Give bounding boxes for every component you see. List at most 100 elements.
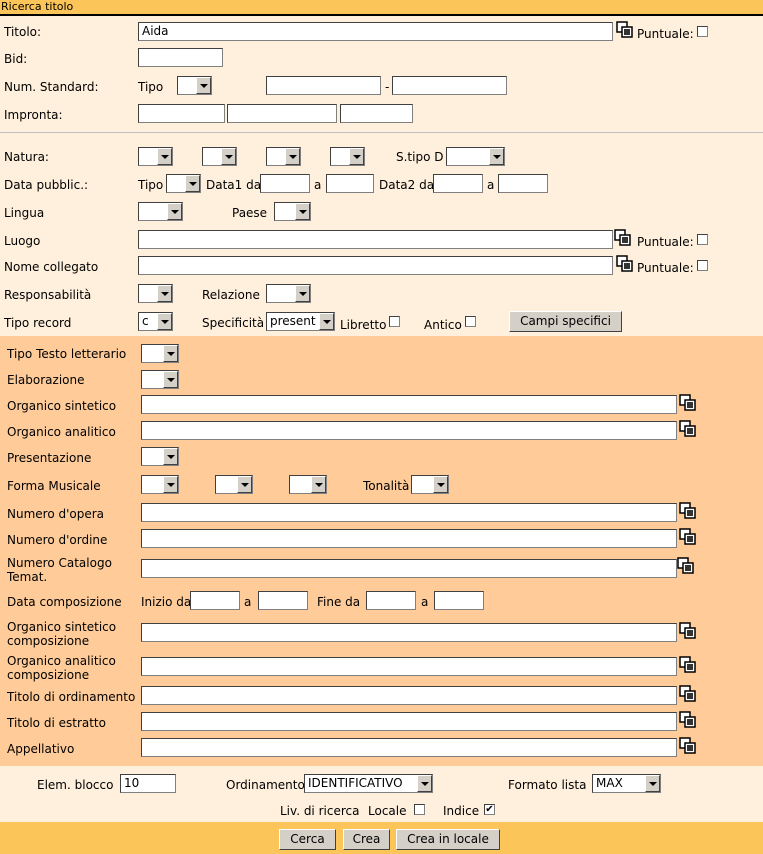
relazione-select[interactable]: [266, 284, 311, 303]
organico-analitico-input[interactable]: [141, 421, 677, 440]
indice-label: Indice: [443, 804, 480, 818]
dash-label: -: [385, 80, 390, 94]
natura-select-1[interactable]: [138, 147, 173, 166]
lookup-copy-icon[interactable]: [679, 737, 696, 754]
presentazione-select[interactable]: [141, 447, 179, 466]
lookup-copy-icon[interactable]: [679, 502, 696, 519]
fine-a-input[interactable]: [434, 591, 484, 610]
lookup-copy-icon[interactable]: [679, 622, 696, 639]
data-pubblic-tipo-select[interactable]: [166, 174, 201, 193]
data1-da-input[interactable]: [260, 174, 310, 193]
antico-checkbox[interactable]: [465, 316, 476, 327]
indice-checkbox[interactable]: ✔: [484, 804, 495, 815]
header-title: Ricerca titolo: [1, 0, 74, 13]
lookup-copy-icon[interactable]: [679, 656, 696, 673]
natura-select-3[interactable]: [266, 147, 301, 166]
data2-da-input[interactable]: [433, 174, 483, 193]
forma-musicale-select-3[interactable]: [289, 475, 327, 494]
ordinamento-select[interactable]: IDENTIFICATIVO: [304, 774, 433, 793]
locale-label: Locale: [368, 804, 407, 818]
forma-musicale-select-2[interactable]: [215, 475, 253, 494]
numero-opera-label: Numero d'opera: [7, 507, 105, 521]
specificita-label: Specificità: [202, 316, 265, 330]
lookup-copy-icon[interactable]: [679, 528, 696, 545]
forma-musicale-label: Forma Musicale: [7, 479, 101, 493]
titolo-ordinamento-label: Titolo di ordinamento: [7, 690, 136, 704]
lingua-label: Lingua: [4, 206, 45, 220]
num-standard-tipo-select[interactable]: [177, 76, 212, 95]
titolo-estratto-input[interactable]: [141, 712, 677, 731]
puntuale-checkbox[interactable]: [697, 26, 708, 37]
organico-sintetico-input[interactable]: [141, 395, 677, 414]
cerca-button[interactable]: Cerca: [279, 829, 336, 850]
data1-a-input[interactable]: [326, 174, 374, 193]
natura-select-4[interactable]: [330, 147, 365, 166]
appellativo-input[interactable]: [141, 738, 677, 757]
impronta-label: Impronta:: [4, 108, 63, 122]
stipo-label: S.tipo D: [396, 150, 444, 164]
titolo-ordinamento-input[interactable]: [141, 686, 677, 705]
num-standard-input-1[interactable]: [266, 76, 381, 95]
organico-sintetico-label: Organico sintetico: [7, 399, 117, 413]
titolo-input[interactable]: Aida: [138, 22, 613, 41]
lingua-select[interactable]: [138, 202, 183, 221]
lookup-copy-icon[interactable]: [679, 685, 696, 702]
org-anal-comp-input[interactable]: [141, 657, 677, 676]
data2-a-input[interactable]: [498, 174, 548, 193]
numero-catalogo-label-2: Temat.: [7, 570, 48, 584]
presentazione-label: Presentazione: [7, 451, 92, 465]
fine-da-input[interactable]: [366, 591, 416, 610]
tipo-testo-select[interactable]: [141, 344, 179, 363]
lookup-copy-icon[interactable]: [679, 394, 696, 411]
crea-in-locale-button[interactable]: Crea in locale: [396, 829, 500, 850]
bid-input[interactable]: [138, 48, 223, 67]
inizio-a-input[interactable]: [258, 591, 308, 610]
elem-blocco-input[interactable]: 10: [120, 774, 176, 793]
specificita-select[interactable]: present: [266, 312, 335, 331]
impronta-input-1[interactable]: [138, 104, 225, 123]
tipo-testo-label: Tipo Testo letterario: [7, 347, 127, 361]
lookup-copy-icon[interactable]: [679, 711, 696, 728]
org-sint-comp-input[interactable]: [141, 623, 677, 642]
numero-catalogo-input[interactable]: [141, 559, 677, 578]
tonalita-select[interactable]: [411, 475, 449, 494]
paese-select[interactable]: [274, 202, 311, 221]
formato-lista-select[interactable]: MAX: [592, 774, 661, 793]
campi-specifici-button[interactable]: Campi specifici: [509, 311, 622, 332]
tipo-record-select[interactable]: c: [138, 312, 173, 331]
inizio-da-label: Inizio da: [141, 595, 192, 609]
numero-ordine-input[interactable]: [141, 529, 677, 548]
nome-puntuale-checkbox[interactable]: [697, 260, 708, 271]
luogo-puntuale-checkbox[interactable]: [697, 234, 708, 245]
org-sint-comp-label-2: composizione: [7, 634, 90, 648]
natura-label: Natura:: [4, 150, 49, 164]
locale-checkbox[interactable]: [414, 804, 425, 815]
forma-musicale-select-1[interactable]: [141, 475, 179, 494]
puntuale-label: Puntuale:: [637, 27, 694, 41]
org-sint-comp-label-1: Organico sintetico: [7, 620, 117, 634]
natura-select-2[interactable]: [202, 147, 237, 166]
impronta-input-3[interactable]: [340, 104, 413, 123]
elaborazione-label: Elaborazione: [7, 373, 85, 387]
lookup-copy-icon[interactable]: [614, 229, 631, 246]
num-standard-label: Num. Standard:: [4, 80, 99, 94]
luogo-input[interactable]: [138, 230, 613, 249]
crea-button[interactable]: Crea: [343, 829, 390, 850]
lookup-copy-icon[interactable]: [679, 420, 696, 437]
numero-opera-input[interactable]: [141, 503, 677, 522]
lookup-copy-icon[interactable]: [616, 21, 633, 38]
organico-analitico-label: Organico analitico: [7, 425, 116, 439]
libretto-checkbox[interactable]: [389, 316, 400, 327]
formato-lista-label: Formato lista: [508, 778, 587, 792]
num-standard-input-2[interactable]: [392, 76, 507, 95]
inizio-da-input[interactable]: [190, 591, 240, 610]
stipo-select[interactable]: [446, 147, 505, 166]
nome-collegato-input[interactable]: [138, 256, 613, 275]
elaborazione-select[interactable]: [141, 370, 179, 389]
lookup-copy-icon[interactable]: [677, 557, 694, 574]
appellativo-label: Appellativo: [7, 742, 75, 756]
responsabilita-select[interactable]: [138, 284, 173, 303]
data1-a-label: a: [314, 178, 322, 192]
impronta-input-2[interactable]: [227, 104, 337, 123]
lookup-copy-icon[interactable]: [616, 255, 633, 272]
